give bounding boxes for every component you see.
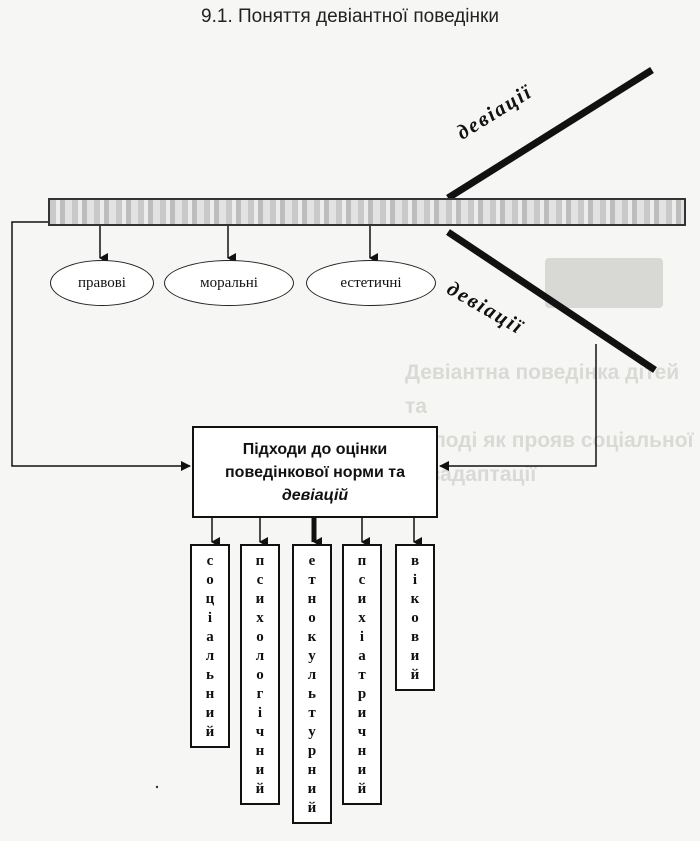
column-letter: у [308, 724, 316, 740]
column-letter: і [257, 705, 263, 721]
column-letter: ц [205, 591, 215, 607]
lower-deviation-line [446, 229, 657, 373]
column-letter: і [359, 629, 365, 645]
column-letter: л [205, 648, 215, 664]
column-letter: е [308, 553, 316, 569]
column-letter: н [307, 591, 317, 607]
column-letter: а [358, 648, 366, 664]
column-letter: п [255, 553, 265, 569]
approaches-line-2: поведінкової норми та [225, 463, 405, 481]
oval-moral: моральні [164, 260, 294, 306]
column-letter: и [205, 705, 215, 721]
column-letter: а [206, 629, 214, 645]
column-letter: т [308, 572, 316, 588]
column-letter: і [412, 572, 418, 588]
column-letter: с [358, 572, 366, 588]
approaches-line-3: девіацій [281, 486, 349, 504]
column-letter: н [205, 686, 215, 702]
column-letter: и [410, 648, 420, 664]
column-letter: л [307, 667, 317, 683]
column-letter: й [357, 781, 367, 797]
column-letter: о [206, 572, 214, 588]
column-letter: р [357, 686, 367, 702]
column-letter: і [207, 610, 213, 626]
column-letter: ч [255, 724, 265, 740]
column-letter: й [410, 667, 420, 683]
oval-legal: правові [50, 260, 154, 306]
column-letter: и [357, 762, 367, 778]
column-letter: й [205, 724, 215, 740]
column-letter: н [255, 743, 265, 759]
column-letter: и [357, 705, 367, 721]
column-letter: и [307, 781, 317, 797]
column-letter: х [256, 610, 264, 626]
column-letter: й [307, 800, 317, 816]
column-letter: с [256, 572, 264, 588]
approaches-line-1: Підходи до оцінки [242, 440, 388, 458]
norm-bar [48, 198, 686, 226]
column-letter: н [307, 762, 317, 778]
column-letter: о [256, 629, 264, 645]
column-letter: в [410, 629, 420, 645]
column-letter: п [357, 553, 367, 569]
faded-background-box [545, 258, 663, 308]
oval-aesthetic: естетичні [306, 260, 436, 306]
approaches-box: Підходи до оцінки поведінкової норми та … [192, 426, 438, 518]
column-letter: х [358, 610, 366, 626]
column-letter: ь [206, 667, 214, 683]
column-letter: о [308, 610, 316, 626]
column-letter: и [357, 591, 367, 607]
column-letter: ь [308, 686, 316, 702]
column-letter: и [255, 591, 265, 607]
page-title: 9.1. Поняття девіантної поведінки [201, 6, 499, 27]
column-letter: л [255, 648, 265, 664]
column-letter: к [307, 629, 317, 645]
upper-deviation-line [446, 67, 654, 201]
column-letter: т [358, 667, 366, 683]
faded-background-text: Девіантна поведінка дітей та молоді як п… [405, 361, 694, 486]
column-letter: в [410, 553, 420, 569]
column-letter: н [357, 743, 367, 759]
column-letter: о [256, 667, 264, 683]
column-letter: г [256, 686, 264, 702]
column-letter: о [411, 610, 419, 626]
column-letter: и [255, 762, 265, 778]
column-letter: у [308, 648, 316, 664]
column-letter: к [410, 591, 420, 607]
column-letter: т [308, 705, 316, 721]
column-letter: ч [357, 724, 367, 740]
column-letter: й [255, 781, 265, 797]
column-letter: р [307, 743, 317, 759]
column-letter: с [206, 553, 214, 569]
